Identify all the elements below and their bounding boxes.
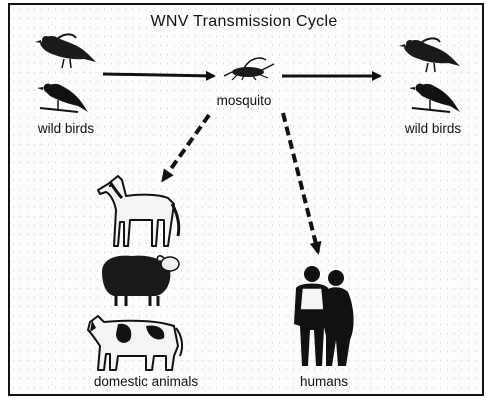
- arrow-birds-to-mosquito: [103, 74, 214, 76]
- pigeon-icon: [35, 34, 96, 68]
- arrow-mosquito-to-humans: [283, 113, 318, 252]
- label-mosquito: mosquito: [217, 93, 272, 108]
- people-icon: [294, 266, 354, 366]
- arrow-mosquito-to-domestic-animals: [163, 115, 209, 180]
- label-humans: humans: [300, 374, 348, 389]
- perched-bird-icon: [409, 84, 460, 113]
- label-domestic-animals: domestic animals: [94, 374, 198, 389]
- pigeon-icon: [399, 38, 460, 72]
- sheep-icon: [102, 256, 179, 306]
- horse-icon: [98, 176, 179, 246]
- perched-bird-icon: [37, 84, 88, 113]
- cow-icon: [88, 316, 182, 370]
- diagram-title: WNV Transmission Cycle: [150, 13, 337, 31]
- label-wild-birds-left: wild birds: [38, 121, 94, 136]
- label-wild-birds-right: wild birds: [405, 121, 461, 136]
- mosquito-icon: [224, 58, 274, 80]
